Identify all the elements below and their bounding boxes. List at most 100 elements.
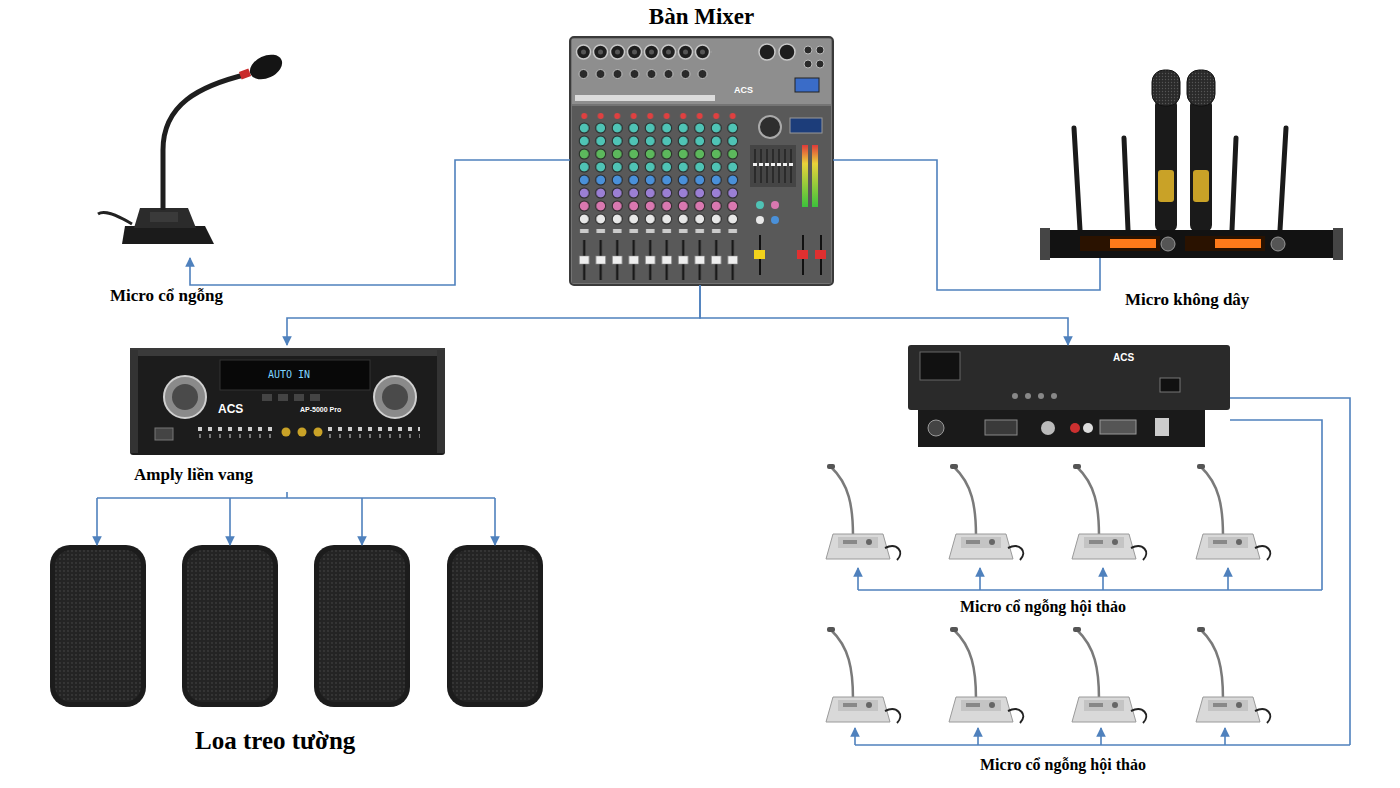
conference-controller bbox=[908, 345, 1230, 447]
conference-controller-part bbox=[1100, 420, 1136, 434]
conference-mics-part bbox=[949, 464, 1023, 560]
mixer-console-part bbox=[779, 44, 795, 60]
connector-line bbox=[1224, 728, 1226, 745]
gooseneck-mic-part bbox=[150, 212, 178, 222]
gooseneck-mic-part bbox=[246, 50, 286, 84]
wall-speakers-part bbox=[182, 545, 278, 707]
wireless-mic-node: Micro không dây bbox=[1040, 65, 1342, 258]
wireless-mic-receiver-part bbox=[1155, 98, 1177, 232]
wireless-mic-receiver-part bbox=[1232, 138, 1236, 230]
node-label: Bàn Mixer bbox=[570, 3, 833, 31]
mixer-console-part bbox=[812, 145, 818, 207]
mixer-console-part bbox=[804, 60, 812, 68]
amplifier-part bbox=[282, 428, 291, 437]
gooseneck-mic-part bbox=[163, 74, 248, 210]
amplifier-part bbox=[310, 394, 320, 401]
wireless-mic-receiver bbox=[1040, 70, 1343, 260]
conference-controller-part bbox=[920, 352, 960, 380]
connector-line bbox=[855, 744, 1350, 746]
amplifier-part bbox=[164, 376, 206, 418]
connector-line bbox=[286, 492, 288, 498]
wireless-mic-receiver-part bbox=[1280, 128, 1286, 230]
mixer-console-part bbox=[754, 250, 765, 259]
amplifier-node: Amply liền vang bbox=[128, 345, 448, 492]
node-label: Loa treo tường bbox=[195, 726, 355, 756]
display-text: AUTO IN bbox=[268, 370, 310, 380]
connector-line bbox=[361, 498, 363, 545]
connector-line bbox=[494, 498, 496, 545]
mixer-console-part bbox=[572, 106, 831, 283]
conference-controller-part bbox=[1038, 393, 1044, 399]
wireless-mic-receiver-part bbox=[1080, 236, 1160, 251]
amplifier bbox=[130, 348, 445, 455]
signal-connector bbox=[858, 420, 1322, 590]
wall-speakers bbox=[50, 545, 543, 707]
conference-mics bbox=[826, 464, 1270, 723]
brand-logo: ACS bbox=[218, 403, 243, 415]
mixer-console-part bbox=[771, 201, 779, 209]
connector-line bbox=[1102, 568, 1104, 590]
connector-line bbox=[979, 568, 981, 590]
conference-controller-part bbox=[1070, 423, 1080, 433]
wireless-mic-receiver-part bbox=[1190, 98, 1212, 232]
wall-speakers-part bbox=[314, 545, 410, 707]
amplifier-part bbox=[437, 350, 445, 453]
mixer-console-part bbox=[795, 78, 819, 92]
node-label: Amply liền vang bbox=[134, 465, 253, 485]
amplifier-part bbox=[374, 376, 416, 418]
amplifier-part bbox=[278, 394, 288, 401]
connector-line bbox=[1227, 568, 1229, 590]
connector-line bbox=[1230, 398, 1350, 745]
conference-mics-part bbox=[1196, 627, 1270, 723]
mixer-console-part bbox=[797, 250, 808, 259]
wireless-mic-receiver-part bbox=[1193, 170, 1209, 202]
conference-mics-part bbox=[826, 464, 900, 560]
wireless-mic-receiver-part bbox=[1187, 70, 1215, 106]
wireless-mic-receiver-part bbox=[1185, 236, 1265, 251]
amplifier-part bbox=[314, 428, 323, 437]
node-label: ACS bbox=[1113, 352, 1134, 364]
amplifier-part bbox=[262, 394, 272, 401]
mixer-console-part bbox=[576, 108, 741, 283]
conference-controller-part bbox=[928, 420, 944, 436]
wireless-mic-receiver-part bbox=[1040, 228, 1050, 260]
conference-controller-part bbox=[1041, 421, 1055, 435]
wireless-mic-receiver-part bbox=[1124, 138, 1128, 230]
wireless-mic-receiver-part bbox=[1161, 237, 1175, 251]
gooseneck-mic-part bbox=[122, 226, 214, 244]
wall-speakers-part bbox=[50, 545, 146, 707]
signal-connector bbox=[190, 160, 570, 285]
controller-node: ACS bbox=[908, 345, 1230, 447]
amplifier-part bbox=[298, 428, 307, 437]
node-label: Micro cổ ngỗng hội thảo bbox=[960, 597, 1126, 616]
connector-line bbox=[1230, 420, 1322, 590]
wireless-mic-receiver-part bbox=[1158, 170, 1174, 202]
mixer-console-part bbox=[759, 116, 781, 138]
amplifier-part bbox=[195, 424, 420, 440]
connector-line bbox=[857, 568, 859, 590]
conference-controller-part bbox=[908, 345, 1230, 410]
model-name: AP-5000 Pro bbox=[300, 406, 341, 413]
gooseneck-mic bbox=[98, 50, 286, 244]
amplifier-part bbox=[172, 384, 198, 410]
node-label: Micro không dây bbox=[1125, 290, 1249, 310]
signal-connector bbox=[700, 285, 1068, 345]
mixer-console bbox=[570, 37, 833, 285]
conference-mics-part bbox=[1072, 627, 1146, 723]
signal-connector bbox=[855, 398, 1350, 745]
connector-line bbox=[229, 498, 231, 545]
mixer-console-part bbox=[750, 145, 796, 187]
wireless-mic-receiver-part bbox=[1271, 237, 1285, 251]
conference-controller-part bbox=[1051, 393, 1057, 399]
conference-controller-part bbox=[1155, 418, 1169, 436]
gooseneck-mic-node: Micro cổ ngỗng bbox=[100, 52, 285, 258]
mixer-console-part bbox=[802, 145, 808, 207]
wireless-mic-receiver-part bbox=[1045, 230, 1337, 258]
signal-connector bbox=[833, 160, 1100, 290]
mixer-console-part bbox=[575, 42, 712, 62]
connector-line bbox=[1100, 728, 1102, 745]
amplifier-part bbox=[220, 360, 370, 390]
